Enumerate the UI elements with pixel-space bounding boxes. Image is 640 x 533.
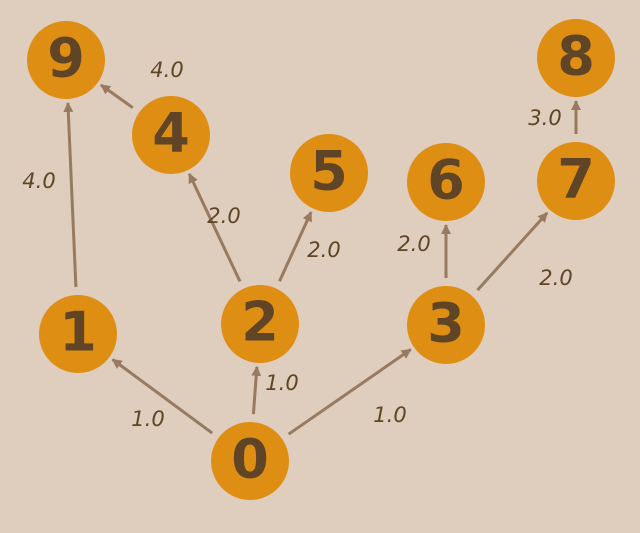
node-label-6: 6 — [427, 149, 465, 212]
node-circle-5 — [290, 134, 368, 212]
node-label-2: 2 — [241, 291, 279, 354]
node-circle-7 — [537, 142, 615, 220]
edge-weight-label-4-9: 4.0 — [150, 58, 183, 82]
node-circle-1 — [39, 295, 117, 373]
edge-weight-label-3-7: 2.0 — [539, 266, 572, 290]
node-5: 5 — [290, 134, 368, 212]
node-label-7: 7 — [557, 148, 595, 211]
node-circle-3 — [407, 286, 485, 364]
edge-0-2 — [251, 365, 262, 415]
edge-0-3 — [287, 348, 412, 436]
node-6: 6 — [407, 143, 485, 221]
node-circle-2 — [221, 285, 299, 363]
node-label-8: 8 — [557, 25, 595, 88]
node-circle-6 — [407, 143, 485, 221]
edge-4-9 — [100, 83, 134, 109]
node-label-1: 1 — [59, 301, 97, 364]
node-3: 3 — [407, 286, 485, 364]
node-circle-0 — [211, 422, 289, 500]
node-2: 2 — [221, 285, 299, 363]
node-circle-4 — [132, 96, 210, 174]
edge-weight-label-3-6: 2.0 — [397, 232, 430, 256]
edge-0-1 — [111, 358, 214, 435]
edge-weight-label-0-1: 1.0 — [131, 407, 164, 431]
node-8: 8 — [537, 19, 615, 97]
node-label-0: 0 — [231, 428, 269, 491]
edge-weight-label-2-4: 2.0 — [207, 204, 240, 228]
node-1: 1 — [39, 295, 117, 373]
node-label-5: 5 — [310, 140, 348, 203]
node-4: 4 — [132, 96, 210, 174]
node-circle-8 — [537, 19, 615, 97]
edge-weight-label-1-9: 4.0 — [22, 169, 55, 193]
edge-labels-layer: 1.0 1.0 1.0 4.0 2.0 2.0 2.0 2.0 4.0 3.0 — [22, 58, 572, 431]
node-9: 9 — [27, 21, 105, 99]
edge-2-5 — [278, 211, 313, 282]
nodes-layer: 0 1 2 3 4 5 6 7 8 9 — [27, 19, 615, 500]
node-0: 0 — [211, 422, 289, 500]
edge-weight-label-0-2: 1.0 — [265, 371, 298, 395]
edge-1-9 — [63, 102, 78, 288]
node-label-4: 4 — [152, 102, 190, 165]
edge-3-7 — [476, 211, 549, 292]
node-label-3: 3 — [427, 292, 465, 355]
edge-weight-label-7-8: 3.0 — [528, 106, 561, 130]
edge-weight-label-2-5: 2.0 — [307, 238, 340, 262]
node-label-9: 9 — [47, 27, 85, 90]
node-7: 7 — [537, 142, 615, 220]
edges-layer — [63, 83, 581, 436]
node-circle-9 — [27, 21, 105, 99]
edge-weight-label-0-3: 1.0 — [373, 403, 406, 427]
edge-2-4 — [187, 172, 242, 283]
